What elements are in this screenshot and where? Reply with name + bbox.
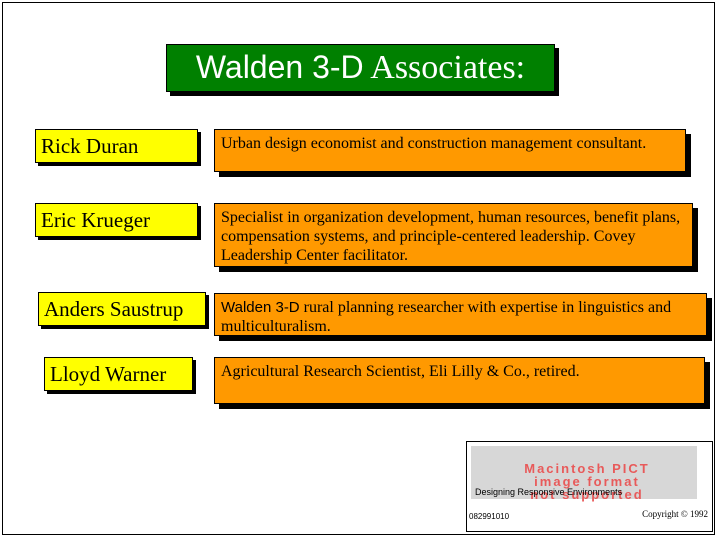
person-name: Anders Saustrup: [44, 296, 184, 321]
desc-box-eric-krueger: Specialist in organization development, …: [214, 203, 693, 267]
pict-line-2: image format: [534, 474, 640, 489]
person-description: Agricultural Research Scientist, Eli Lil…: [221, 363, 580, 380]
title-part-2: Associates:: [363, 49, 526, 86]
name-box-anders-saustrup: Anders Saustrup: [38, 292, 206, 326]
slide-title: Walden 3-D Associates:: [166, 44, 555, 92]
desc-box-lloyd-warner: Agricultural Research Scientist, Eli Lil…: [214, 357, 705, 404]
person-description-prefix: Walden 3-D: [221, 299, 300, 316]
footer-caption: Designing Responsive Environments: [475, 487, 623, 497]
pict-line-1: Macintosh PICT: [524, 461, 650, 476]
person-description: Specialist in organization development, …: [221, 209, 681, 264]
footer-copyright: Copyright © 1992: [642, 509, 708, 519]
pict-line-3: not supported: [530, 487, 644, 502]
person-description: rural planning researcher with expertise…: [221, 299, 672, 335]
unsupported-image-placeholder: [471, 446, 697, 499]
name-box-rick-duran: Rick Duran: [35, 129, 198, 163]
desc-box-anders-saustrup: Walden 3-D rural planning researcher wit…: [214, 293, 707, 336]
name-box-eric-krueger: Eric Krueger: [35, 203, 198, 237]
person-description: Urban design economist and construction …: [221, 135, 647, 152]
desc-box-rick-duran: Urban design economist and construction …: [214, 129, 686, 172]
title-part-1: Walden 3-D: [195, 49, 364, 85]
person-name: Rick Duran: [41, 133, 139, 158]
pict-placeholder-text: Macintosh PICT image format not supporte…: [477, 462, 697, 501]
person-name: Lloyd Warner: [50, 361, 167, 386]
name-box-lloyd-warner: Lloyd Warner: [44, 357, 193, 391]
footer-id: 082991010: [469, 512, 510, 521]
person-name: Eric Krueger: [41, 207, 151, 232]
footer-logo-panel: Macintosh PICT image format not supporte…: [466, 441, 713, 532]
